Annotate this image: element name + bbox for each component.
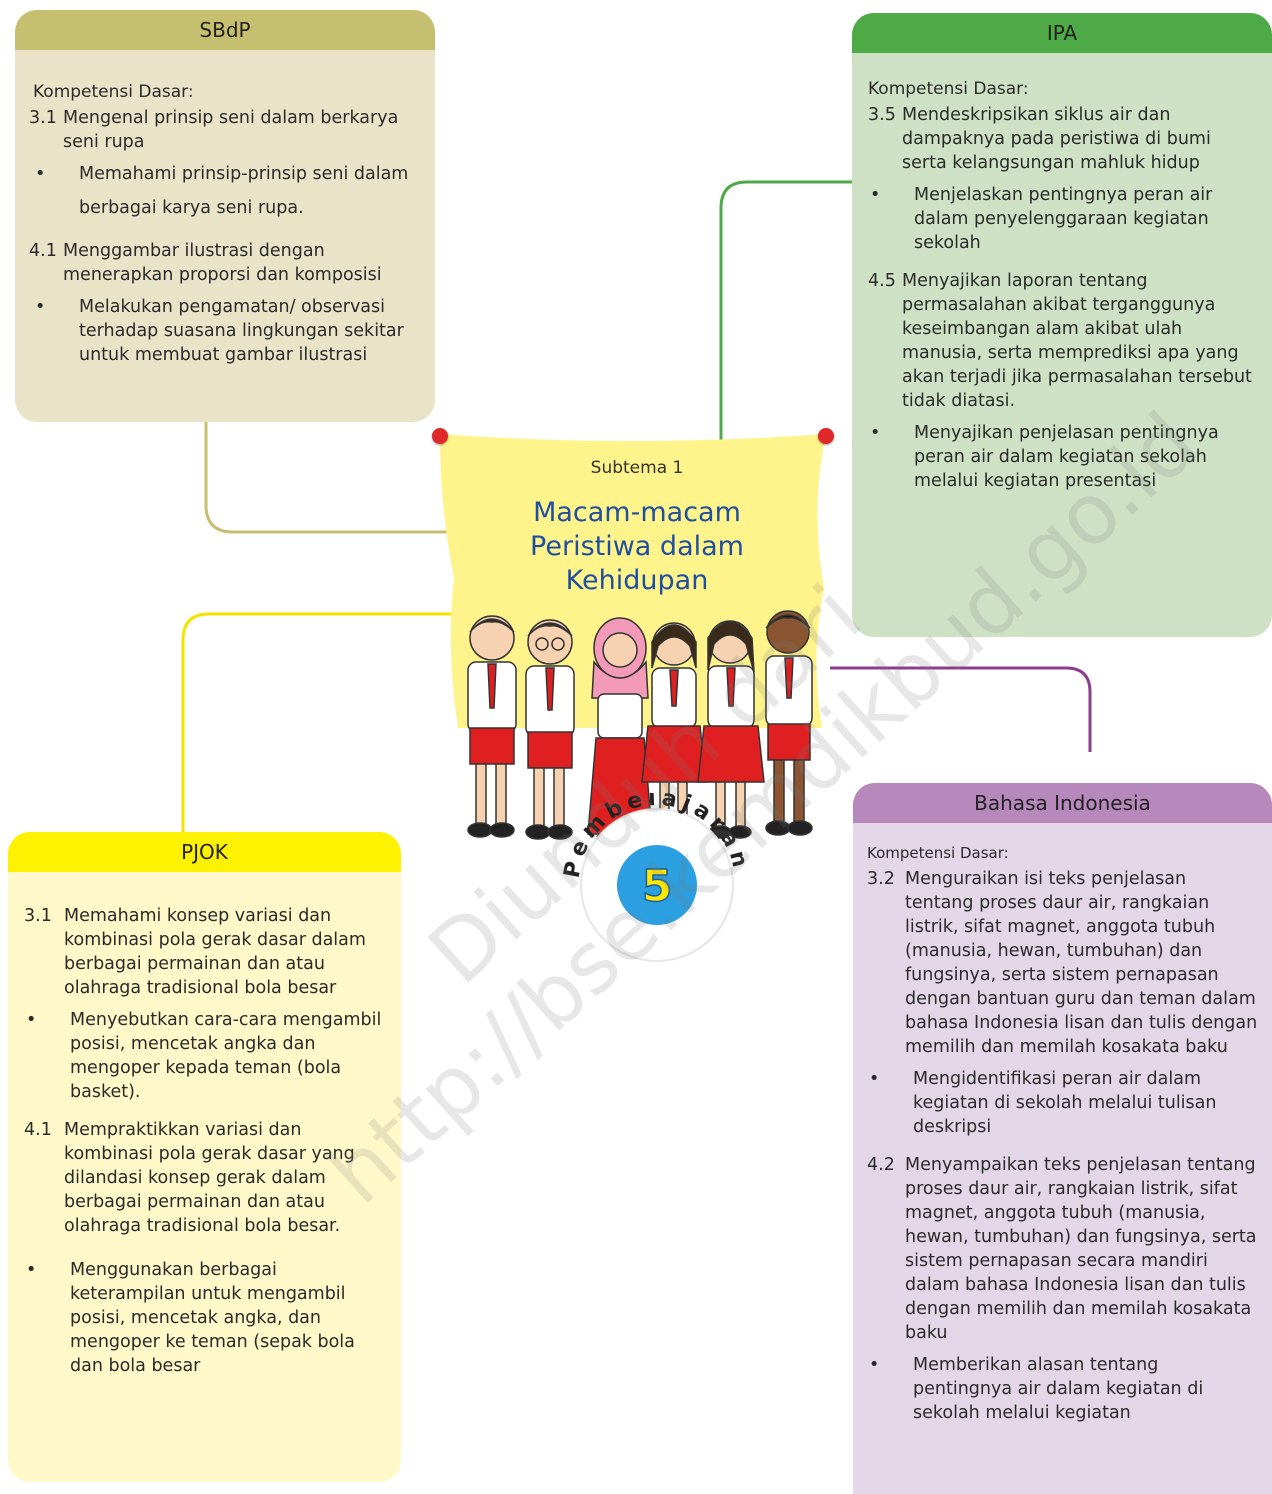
sbdp-connector <box>204 422 452 534</box>
sbdp-bullet-1: • Memahami prinsip-prinsip seni dalam be… <box>33 162 417 225</box>
bullet-icon: • <box>35 164 46 184</box>
ipa-c1-text: Mendeskripsikan siklus air dan dampaknya… <box>902 105 1211 173</box>
subtema-title-line-1: Macam-macam <box>533 497 741 528</box>
bi-bullet-2: • Memberikan alasan tentang pentingnya a… <box>867 1353 1258 1425</box>
bullet-icon: • <box>870 185 881 205</box>
ipa-bullet-2: • Menyajikan penjelasan pentingnya peran… <box>868 421 1258 493</box>
pjok-b2-text: Menggunakan berbagai keterampilan untuk … <box>70 1260 355 1376</box>
bahasa-indonesia-box: Bahasa Indonesia Kompetensi Dasar: 3.2 M… <box>853 783 1272 1494</box>
student-1 <box>467 615 517 838</box>
ipa-bullet-1: • Menjelaskan pentingnya peran air dalam… <box>868 183 1258 255</box>
student-2 <box>525 619 575 840</box>
ipa-box: IPA Kompetensi Dasar: 3.5 Mendeskripsika… <box>852 13 1272 637</box>
bi-competency-4-2: 4.2 Menyampaikan teks penjelasan tentang… <box>867 1153 1258 1345</box>
bi-c1-text: Menguraikan isi teks penjelasan tentang … <box>905 869 1258 1057</box>
bullet-icon: • <box>869 1069 880 1089</box>
bi-c2-number: 4.2 <box>867 1155 895 1175</box>
pjok-box: PJOK 3.1 Memahami konsep variasi dan kom… <box>8 832 401 1482</box>
bi-bullet-1: • Mengidentifikasi peran air dalam kegia… <box>867 1067 1258 1139</box>
ipa-competency-4-5: 4.5 Menyajikan laporan tentang permasala… <box>868 269 1258 413</box>
sbdp-b2-text: Melakukan pengamatan/ observasi terhadap… <box>79 297 404 365</box>
subtema-title-line-3: Kehidupan <box>565 565 709 596</box>
ipa-b2-text: Menyajikan penjelasan pentingnya peran a… <box>914 423 1219 491</box>
pembelajaran-badge: Pembelajaran 5 <box>560 793 748 962</box>
pin-left-icon <box>432 428 448 444</box>
bi-b1-text: Mengidentifikasi peran air dalam kegiata… <box>913 1069 1217 1137</box>
ipa-b1-text: Menjelaskan pentingnya peran air dalam p… <box>914 185 1213 253</box>
ipa-c2-text: Menyajikan laporan tentang permasalahan … <box>902 271 1252 411</box>
subtema-title-line-2: Peristiwa dalam <box>530 531 744 562</box>
pjok-competency-4-1: 4.1 Mempraktikkan variasi dan kombinasi … <box>24 1118 387 1238</box>
sbdp-c1-text: Mengenal prinsip seni dalam berkarya sen… <box>63 108 399 152</box>
pjok-connector <box>181 612 458 832</box>
pjok-c1-text: Memahami konsep variasi dan kombinasi po… <box>64 906 366 998</box>
sbdp-c2-number: 4.1 <box>29 241 57 261</box>
ipa-kd-label: Kompetensi Dasar: <box>868 79 1029 99</box>
sbdp-c1-number: 3.1 <box>29 108 57 128</box>
sbdp-header: SBdP <box>15 10 435 50</box>
student-5 <box>697 620 765 839</box>
student-4 <box>641 622 707 839</box>
bi-competency-3-2: 3.2 Menguraikan isi teks penjelasan tent… <box>867 867 1258 1059</box>
pjok-competency-3-1: 3.1 Memahami konsep variasi dan kombinas… <box>24 904 387 1000</box>
sbdp-c2-text: Menggambar ilustrasi dengan menerapkan p… <box>63 241 382 285</box>
bi-kd-label: Kompetensi Dasar: <box>867 844 1009 862</box>
ipa-c2-number: 4.5 <box>868 271 896 291</box>
badge-number: 5 <box>642 861 673 912</box>
pjok-c2-text: Mempraktikkan variasi dan kombinasi pola… <box>64 1120 355 1236</box>
pjok-header: PJOK <box>8 832 401 872</box>
pjok-c1-number: 3.1 <box>24 906 52 926</box>
bi-c2-text: Menyampaikan teks penjelasan tentang pro… <box>905 1155 1257 1343</box>
sbdp-kd-label: Kompetensi Dasar: <box>33 82 194 102</box>
bullet-icon: • <box>26 1010 37 1030</box>
subtema-banner: Subtema 1 Macam-macam Peristiwa dalam Ke… <box>432 428 842 948</box>
students-illustration <box>467 610 813 845</box>
ipa-connector <box>719 180 852 440</box>
bi-b2-text: Memberikan alasan tentang pentingnya air… <box>913 1355 1204 1423</box>
subtema-label: Subtema 1 <box>590 458 684 478</box>
bi-c1-number: 3.2 <box>867 869 895 889</box>
bullet-icon: • <box>26 1260 37 1280</box>
sbdp-competency-3-1: 3.1 Mengenal prinsip seni dalam berkarya… <box>29 106 417 154</box>
sbdp-b1-text: Memahami prinsip-prinsip seni dalam berb… <box>79 164 409 218</box>
bullet-icon: • <box>869 1355 880 1375</box>
pjok-bullet-2: • Menggunakan berbagai keterampilan untu… <box>24 1258 387 1378</box>
ipa-header: IPA <box>852 13 1272 53</box>
pjok-bullet-1: • Menyebutkan cara-cara mengambil posisi… <box>24 1008 387 1104</box>
bi-connector <box>830 666 1092 752</box>
badge-number-circle <box>617 845 697 925</box>
sbdp-bullet-2: • Melakukan pengamatan/ observasi terhad… <box>33 295 417 367</box>
ipa-competency-3-5: 3.5 Mendeskripsikan siklus air dan dampa… <box>868 103 1258 175</box>
subtema-title: Macam-macam Peristiwa dalam Kehidupan <box>432 496 842 598</box>
bullet-icon: • <box>35 297 46 317</box>
bi-header: Bahasa Indonesia <box>853 783 1272 823</box>
pjok-c2-number: 4.1 <box>24 1120 52 1140</box>
student-6 <box>765 610 813 836</box>
sbdp-box: SBdP Kompetensi Dasar: 3.1 Mengenal prin… <box>15 10 435 422</box>
sbdp-competency-4-1: 4.1 Menggambar ilustrasi dengan menerapk… <box>29 239 417 287</box>
pin-right-icon <box>818 428 834 444</box>
bullet-icon: • <box>870 423 881 443</box>
ipa-c1-number: 3.5 <box>868 105 896 125</box>
pjok-b1-text: Menyebutkan cara-cara mengambil posisi, … <box>70 1010 382 1102</box>
